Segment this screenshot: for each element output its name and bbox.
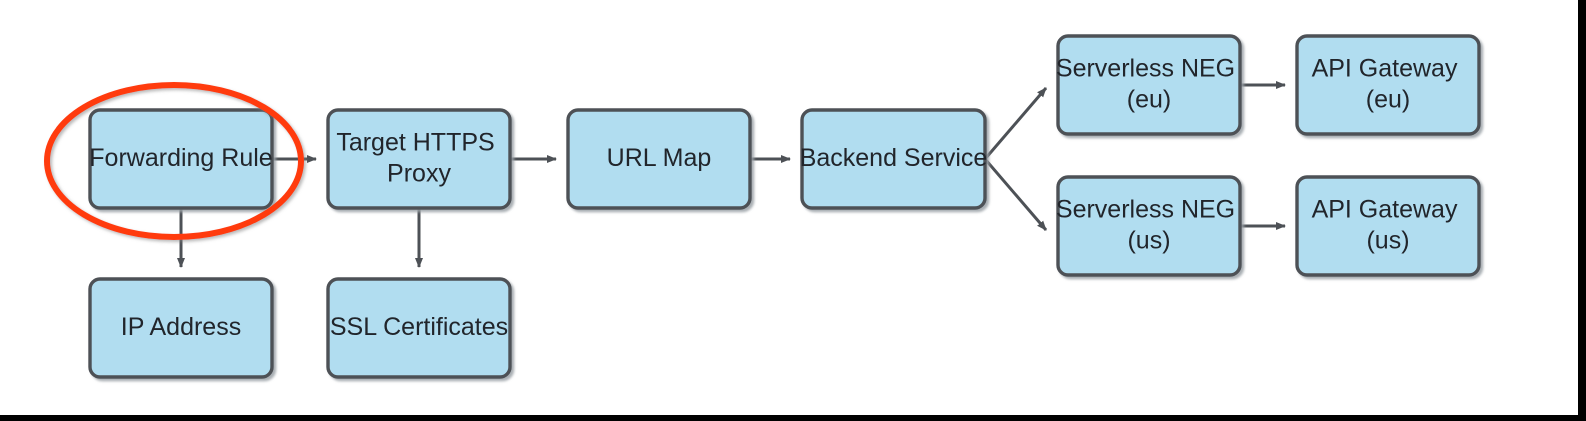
annotation-layer xyxy=(44,82,304,240)
node-ssl-certificates-label: SSL Certificates xyxy=(330,313,508,341)
node-backend-service-line-1: Backend Service xyxy=(800,144,988,172)
node-target-https-proxy-line-1: Target HTTPS xyxy=(336,128,494,156)
node-forwarding-rule-line-1: Forwarding Rule xyxy=(89,144,272,172)
node-url-map[interactable]: URL Map xyxy=(566,108,752,210)
node-target-https-proxy[interactable]: Target HTTPS Proxy xyxy=(326,108,512,210)
node-backend-service[interactable]: Backend Service xyxy=(800,108,988,210)
node-api-gateway-eu-label: API Gateway (eu) xyxy=(1312,54,1465,113)
node-backend-service-shape[interactable] xyxy=(800,108,987,210)
node-target-https-proxy-shape[interactable] xyxy=(326,108,512,210)
node-ip-address-line-1: IP Address xyxy=(121,313,241,341)
node-serverless-neg-eu-shape[interactable] xyxy=(1056,34,1242,136)
node-serverless-neg-eu-line-2: (eu) xyxy=(1127,85,1171,113)
highlight-ellipse-forwarding-rule xyxy=(44,82,304,240)
node-serverless-neg-us-label: Serverless NEG (us) xyxy=(1056,195,1242,254)
edges-layer xyxy=(177,81,1286,268)
node-api-gateway-eu-shape[interactable] xyxy=(1295,34,1481,136)
node-serverless-neg-us-line-1: Serverless NEG xyxy=(1056,195,1235,223)
node-serverless-neg-us[interactable]: Serverless NEG (us) xyxy=(1056,175,1242,277)
node-api-gateway-us-line-1: API Gateway xyxy=(1312,195,1458,223)
frame-right-edge xyxy=(1578,0,1586,421)
node-ip-address-shape[interactable] xyxy=(88,277,274,379)
node-api-gateway-eu-line-2: (eu) xyxy=(1366,85,1410,113)
node-backend-service-label: Backend Service xyxy=(800,144,988,172)
node-api-gateway-us-shape[interactable] xyxy=(1295,175,1481,277)
node-serverless-neg-us-shape[interactable] xyxy=(1056,175,1242,277)
node-url-map-shape[interactable] xyxy=(566,108,752,210)
node-target-https-proxy-label: Target HTTPS Proxy xyxy=(336,128,501,187)
node-url-map-line-1: URL Map xyxy=(607,144,712,172)
node-forwarding-rule-shape[interactable] xyxy=(88,108,274,210)
node-api-gateway-us-line-2: (us) xyxy=(1366,226,1409,254)
edge-backend-service-to-serverless-neg-eu xyxy=(983,87,1048,160)
node-serverless-neg-eu[interactable]: Serverless NEG (eu) xyxy=(1056,34,1242,136)
node-api-gateway-eu[interactable]: API Gateway (eu) xyxy=(1295,34,1481,136)
node-ip-address-label: IP Address xyxy=(121,313,241,341)
node-url-map-label: URL Map xyxy=(607,144,712,172)
node-api-gateway-eu-line-1: API Gateway xyxy=(1312,54,1458,82)
node-api-gateway-us-label: API Gateway (us) xyxy=(1312,195,1465,254)
node-ssl-certificates-shape[interactable] xyxy=(326,277,512,379)
frame-bottom-edge xyxy=(0,415,1586,421)
node-ssl-certificates[interactable]: SSL Certificates xyxy=(326,277,512,379)
nodes-layer: Forwarding Rule IP Address Target HTTPS … xyxy=(88,34,1481,379)
node-ssl-certificates-line-1: SSL Certificates xyxy=(330,313,508,341)
node-serverless-neg-eu-line-1: Serverless NEG xyxy=(1056,54,1235,82)
node-ip-address[interactable]: IP Address xyxy=(88,277,274,379)
edge-backend-service-to-serverless-neg-us xyxy=(983,158,1048,231)
node-target-https-proxy-line-2: Proxy xyxy=(387,159,451,187)
node-serverless-neg-eu-label: Serverless NEG (eu) xyxy=(1056,54,1242,113)
node-serverless-neg-us-line-2: (us) xyxy=(1127,226,1170,254)
node-api-gateway-us[interactable]: API Gateway (us) xyxy=(1295,175,1481,277)
node-forwarding-rule-label: Forwarding Rule xyxy=(89,144,272,172)
node-forwarding-rule[interactable]: Forwarding Rule xyxy=(88,108,274,210)
